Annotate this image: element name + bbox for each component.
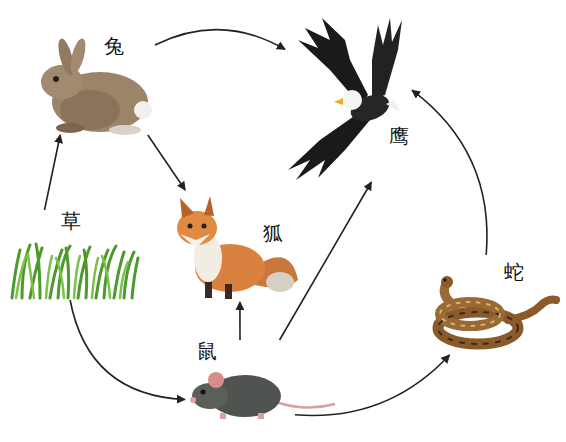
grass-node: 草 xyxy=(8,210,143,300)
species-label: 狐 xyxy=(262,222,284,244)
species-label: 草 xyxy=(60,210,82,232)
eagle-picture xyxy=(288,18,402,180)
rabbit-node: 兔 xyxy=(35,35,155,135)
feeding-arrow xyxy=(239,302,241,340)
snake-node: 蛇 xyxy=(425,255,561,355)
eagle-node: 鹰 xyxy=(285,12,412,182)
species-label: 鹰 xyxy=(388,125,410,147)
rabbit-picture xyxy=(41,37,152,135)
fox-picture xyxy=(177,196,298,299)
feeding-arrow xyxy=(45,135,61,210)
fox-node: 狐 xyxy=(168,190,300,302)
grass-picture xyxy=(12,244,138,298)
mouse-picture xyxy=(190,372,335,419)
feeding-arrow xyxy=(412,90,487,255)
feeding-arrow xyxy=(70,300,185,400)
species-label: 兔 xyxy=(103,35,125,57)
mouse-node: 鼠 xyxy=(185,340,295,425)
feeding-arrow xyxy=(280,182,372,340)
species-label: 蛇 xyxy=(503,261,525,283)
feeding-arrow xyxy=(155,30,285,50)
feeding-arrow xyxy=(295,355,450,416)
species-label: 鼠 xyxy=(196,340,218,362)
feeding-arrow xyxy=(148,135,185,190)
snake-picture xyxy=(438,276,556,344)
